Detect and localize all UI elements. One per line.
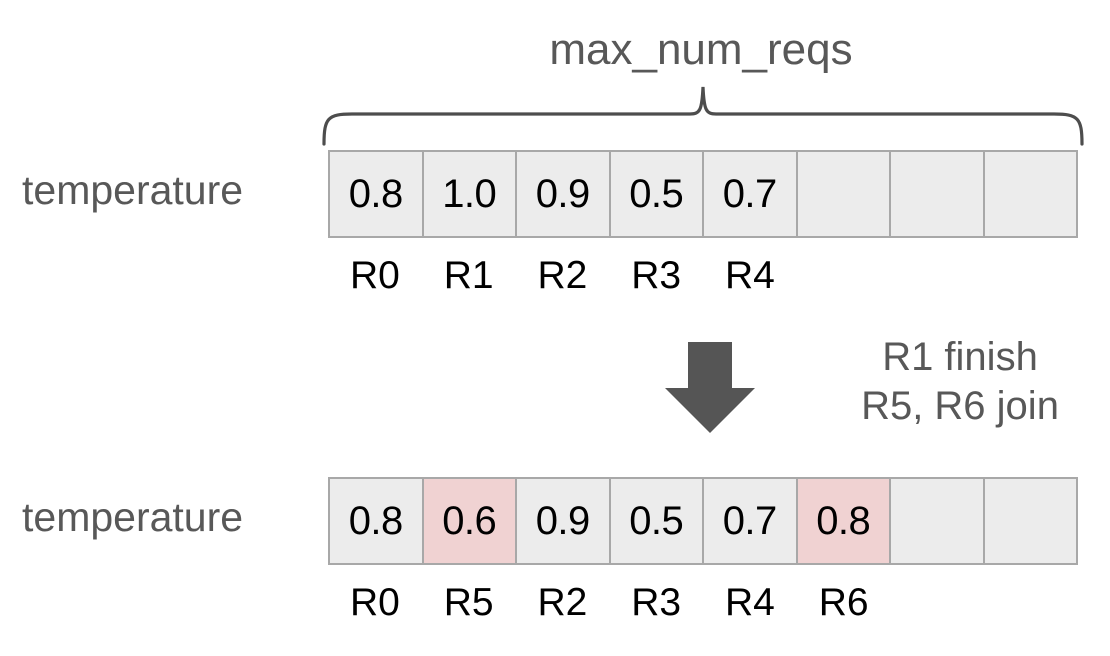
request-id-label: R2 — [537, 581, 588, 624]
request-id-label: R3 — [631, 254, 682, 297]
slot-cell[interactable] — [984, 479, 1076, 563]
max-num-reqs-brace-icon — [322, 86, 1084, 146]
slot-cell[interactable]: 0.5 — [610, 479, 704, 563]
slot-cell[interactable] — [891, 479, 985, 563]
transition-note: R1 finish R5, R6 join — [810, 333, 1110, 431]
slot-cell[interactable]: 0.7 — [704, 479, 798, 563]
slot-cell[interactable]: 0.5 — [610, 152, 704, 236]
request-id-label — [984, 583, 1078, 622]
slot-cell[interactable] — [891, 152, 985, 236]
slot-array-before: 0.8 1.0 0.9 0.5 0.7 — [328, 150, 1078, 238]
request-id-label — [984, 256, 1078, 295]
slot-array-after: 0.8 0.6 0.9 0.5 0.7 0.8 — [328, 477, 1078, 565]
slot-cell[interactable]: 0.8 — [330, 152, 424, 236]
request-id-label — [891, 256, 985, 295]
transition-note-line1: R1 finish — [882, 335, 1038, 379]
request-id-label — [797, 256, 891, 295]
request-id-label — [891, 583, 985, 622]
brace-caption: max_num_reqs — [0, 28, 1108, 72]
request-id-label: R0 — [349, 254, 400, 297]
request-id-label: R4 — [724, 254, 775, 297]
slot-cell[interactable] — [797, 152, 891, 236]
request-id-label: R0 — [349, 581, 400, 624]
request-id-row-after: R0 R5 R2 R3 R4 R6 — [328, 583, 1078, 622]
request-id-label: R6 — [818, 581, 869, 624]
row-label-temperature-after: temperature — [22, 494, 244, 540]
slot-cell[interactable]: 0.8 — [330, 479, 424, 563]
request-id-label: R3 — [631, 581, 682, 624]
slot-cell[interactable]: 0.7 — [704, 152, 798, 236]
slot-cell[interactable]: 1.0 — [423, 152, 517, 236]
slot-cell[interactable]: 0.9 — [517, 479, 611, 563]
request-id-label: R2 — [537, 254, 588, 297]
slot-cell-highlighted[interactable]: 0.6 — [423, 479, 517, 563]
slot-cell[interactable] — [984, 152, 1076, 236]
slot-cell[interactable]: 0.9 — [517, 152, 611, 236]
request-id-row-before: R0 R1 R2 R3 R4 — [328, 256, 1078, 295]
request-id-label: R5 — [443, 581, 494, 624]
request-id-label: R4 — [724, 581, 775, 624]
brace-caption-text: max_num_reqs — [549, 25, 853, 74]
request-id-label: R1 — [443, 254, 494, 297]
row-label-temperature-before: temperature — [22, 167, 244, 213]
slot-cell-highlighted[interactable]: 0.8 — [797, 479, 891, 563]
transition-note-line2: R5, R6 join — [861, 383, 1059, 428]
down-arrow-icon — [665, 342, 755, 433]
